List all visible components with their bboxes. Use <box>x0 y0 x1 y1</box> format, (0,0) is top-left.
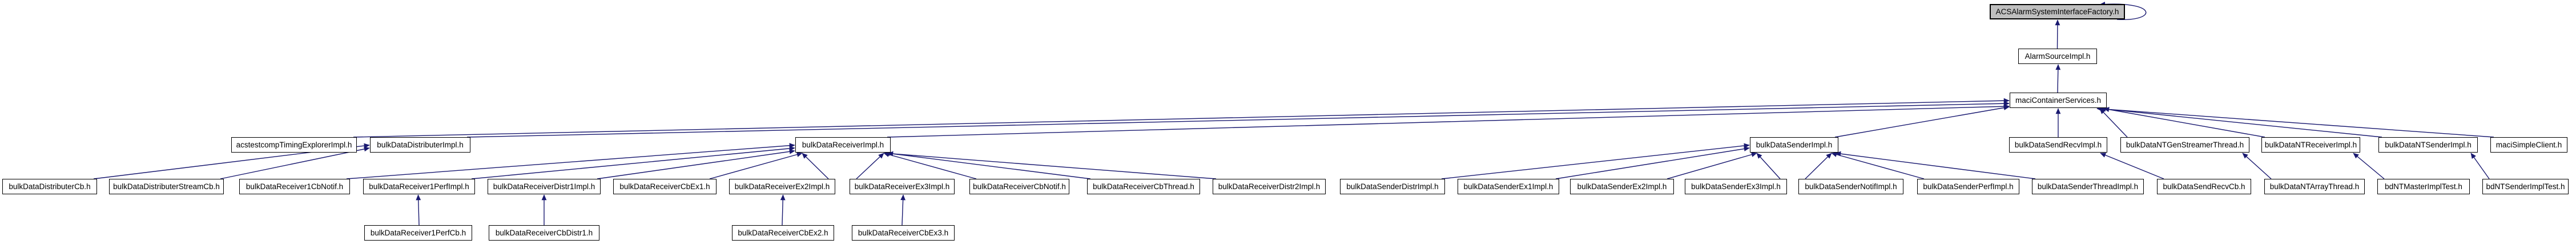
graph-node-bulkDataSendRecvImpl-h[interactable]: bulkDataSendRecvImpl.h <box>2009 137 2107 153</box>
graph-edge <box>2100 153 2164 179</box>
graph-edge <box>2100 106 2382 138</box>
graph-edge <box>883 152 977 179</box>
graph-node-AlarmSourceImpl-h[interactable]: AlarmSourceImpl.h <box>2018 49 2097 64</box>
graph-edge <box>353 98 2010 138</box>
graph-edge <box>709 152 803 179</box>
graph-edge <box>2242 153 2272 179</box>
graph-edge <box>1834 105 2010 138</box>
graph-node-bulkDataDistributerCb-h[interactable]: bulkDataDistributerCb.h <box>2 179 97 194</box>
graph-node-bulkDataSenderImpl-h[interactable]: bulkDataSenderImpl.h <box>1750 137 1838 153</box>
graph-node-bulkDataReceiverImpl-h[interactable]: bulkDataReceiverImpl.h <box>795 137 891 153</box>
graph-node-bulkDataReceiverCbEx3-h[interactable]: bulkDataReceiverCbEx3.h <box>852 225 955 241</box>
graph-edge <box>220 146 370 179</box>
graph-node-bulkDataReceiverCbEx1-h[interactable]: bulkDataReceiverCbEx1.h <box>613 179 717 194</box>
graph-node-bulkDataReceiverEx3Impl-h[interactable]: bulkDataReceiverEx3Impl.h <box>850 179 955 194</box>
graph-edge <box>2470 153 2490 179</box>
graph-edge <box>1441 143 1750 179</box>
graph-edge <box>597 149 795 179</box>
graph-node-bulkDataSenderEx1Impl-h[interactable]: bulkDataSenderEx1Impl.h <box>1458 179 1559 194</box>
graph-edge <box>1831 152 1925 179</box>
graph-root-node: ACSAlarmSystemInterfaceFactory.h <box>1990 4 2125 19</box>
graph-edge <box>802 153 829 179</box>
graph-edge <box>884 151 1217 179</box>
graph-edge <box>1555 146 1750 179</box>
graph-edge <box>416 194 421 226</box>
graph-edge <box>466 101 2010 138</box>
graph-edge <box>2099 108 2128 138</box>
graph-node-bulkDataReceiverCbThread-h[interactable]: bulkDataReceiverCbThread.h <box>1087 179 1200 194</box>
graph-edge <box>887 103 2010 138</box>
graph-edge <box>471 146 795 179</box>
graph-node-bulkDataReceiverDistr1Impl-h[interactable]: bulkDataReceiverDistr1Impl.h <box>488 179 601 194</box>
graph-node-bulkDataSenderNotifImpl-h[interactable]: bulkDataSenderNotifImpl.h <box>1798 179 1903 194</box>
graph-node-bulkDataReceiverCbEx2-h[interactable]: bulkDataReceiverCbEx2.h <box>732 225 834 241</box>
graph-edge <box>1667 152 1757 179</box>
graph-node-bulkDataDistributerStreamCb-h[interactable]: bulkDataDistributerStreamCb.h <box>109 179 224 194</box>
graph-node-bdNTMasterImplTest-h[interactable]: bdNTMasterImplTest.h <box>2377 179 2470 194</box>
graph-node-bulkDataNTGenStreamerThread-h[interactable]: bulkDataNTGenStreamerThread.h <box>2120 137 2249 153</box>
graph-node-bulkDataNTReceiverImpl-h[interactable]: bulkDataNTReceiverImpl.h <box>2261 137 2360 153</box>
graph-node-bulkDataSenderPerfImpl-h[interactable]: bulkDataSenderPerfImpl.h <box>1917 179 2019 194</box>
graph-edge <box>780 194 786 226</box>
graph-node-bulkDataReceiverEx2Impl-h[interactable]: bulkDataReceiverEx2Impl.h <box>729 179 835 194</box>
graph-edge <box>2103 107 2265 138</box>
graph-node-bulkDataReceiver1CbNotif-h[interactable]: bulkDataReceiver1CbNotif.h <box>239 179 350 194</box>
graph-node-bulkDataReceiverDistr2Impl-h[interactable]: bulkDataReceiverDistr2Impl.h <box>1213 179 1326 194</box>
graph-node-bulkDataSenderDistrImpl-h[interactable]: bulkDataSenderDistrImpl.h <box>1340 179 1445 194</box>
graph-node-bdNTSenderImplTest-h[interactable]: bdNTSenderImplTest.h <box>2482 179 2569 194</box>
graph-edge <box>2096 106 2494 138</box>
graph-node-bulkDataNTSenderImpl-h[interactable]: bulkDataNTSenderImpl.h <box>2378 137 2478 153</box>
graph-edge <box>900 194 906 226</box>
graph-node-bulkDataSendRecvCb-h[interactable]: bulkDataSendRecvCb.h <box>2157 179 2251 194</box>
graph-node-acstestcompTimingExplorerImpl-h[interactable]: acstestcompTimingExplorerImpl.h <box>231 137 357 153</box>
graph-edge <box>1805 153 1832 179</box>
graph-node-bulkDataSenderEx3Impl-h[interactable]: bulkDataSenderEx3Impl.h <box>1685 179 1787 194</box>
graph-node-bulkDataReceiver1PerfCb-h[interactable]: bulkDataReceiver1PerfCb.h <box>364 225 472 241</box>
graph-node-bulkDataReceiverCbDistr1-h[interactable]: bulkDataReceiverCbDistr1.h <box>489 225 599 241</box>
graph-node-bulkDataDistributerImpl-h[interactable]: bulkDataDistributerImpl.h <box>370 137 470 153</box>
graph-node-bulkDataReceiver1PerfImpl-h[interactable]: bulkDataReceiver1PerfImpl.h <box>363 179 475 194</box>
graph-node-bulkDataNTArrayThread-h[interactable]: bulkDataNTArrayThread.h <box>2264 179 2365 194</box>
graph-node-maciSimpleClient-h[interactable]: maciSimpleClient.h <box>2490 137 2567 153</box>
graph-node-bulkDataReceiverCbNotif-h[interactable]: bulkDataReceiverCbNotif.h <box>969 179 1069 194</box>
graph-edge <box>1835 151 2036 179</box>
graph-edge <box>856 153 884 179</box>
graph-edge <box>2353 153 2385 179</box>
graph-node-bulkDataSenderEx2Impl-h[interactable]: bulkDataSenderEx2Impl.h <box>1570 179 1674 194</box>
graph-node-bulkDataSenderThreadImpl-h[interactable]: bulkDataSenderThreadImpl.h <box>2032 179 2144 194</box>
graph-edge <box>887 151 1091 179</box>
graph-node-maciContainerServices-h[interactable]: maciContainerServices.h <box>2010 93 2107 108</box>
graph-edge <box>1756 153 1781 179</box>
